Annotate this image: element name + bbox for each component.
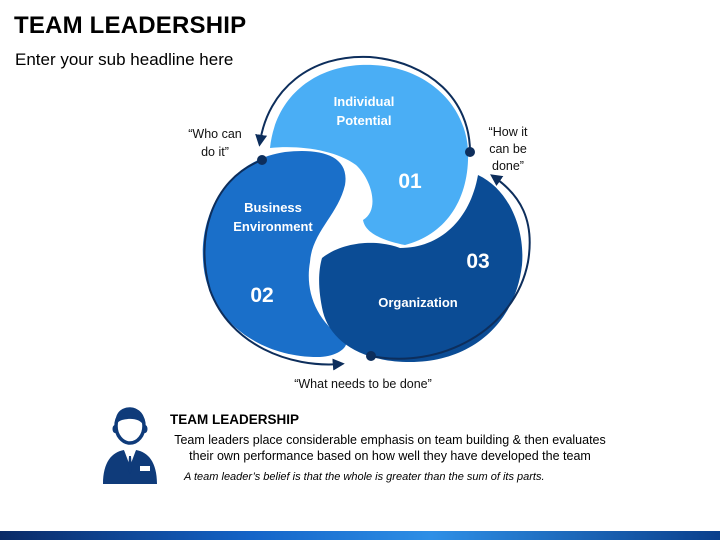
page-subtitle: Enter your sub headline here <box>15 50 234 69</box>
segment-03-number: 03 <box>466 250 489 273</box>
segment-02-number: 02 <box>250 284 273 307</box>
segment-03-shape <box>319 175 523 362</box>
arrow-left-dot <box>257 155 267 165</box>
arrow-right-dot <box>366 351 376 361</box>
arrow-right <box>370 174 531 360</box>
arrow-top-dot <box>465 147 475 157</box>
segment-01-number: 01 <box>398 170 422 193</box>
segment-03-label: Organization <box>378 295 458 310</box>
quote-how-line1: “How it <box>489 125 528 139</box>
description-title: TEAM LEADERSHIP <box>170 412 300 427</box>
footer-bar <box>0 531 720 540</box>
quote-how-line3: done” <box>492 159 524 173</box>
leadership-cycle-diagram: Individual Potential 01 Business Environ… <box>188 55 531 391</box>
segment-02-label-line2: Environment <box>233 219 313 234</box>
segment-02-shape <box>202 150 347 358</box>
quote-how-line2: can be <box>489 142 527 156</box>
description-body: Team leaders place considerable emphasis… <box>174 433 606 463</box>
quote-what: “What needs to be done” <box>294 377 432 391</box>
page-title: TEAM LEADERSHIP <box>14 12 247 39</box>
arrow-left <box>203 159 345 371</box>
segment-01-shape <box>270 64 469 245</box>
segment-01-label-line2: Potential <box>337 113 392 128</box>
businessman-icon <box>103 407 157 484</box>
description-quote: A team leader’s belief is that the whole… <box>184 471 545 483</box>
quote-who-line2: do it” <box>201 145 229 159</box>
segment-01-label-line1: Individual <box>334 94 395 109</box>
quote-who-line1: “Who can <box>188 127 242 141</box>
segment-02-label-line1: Business <box>244 200 302 215</box>
arrow-top <box>255 55 471 153</box>
